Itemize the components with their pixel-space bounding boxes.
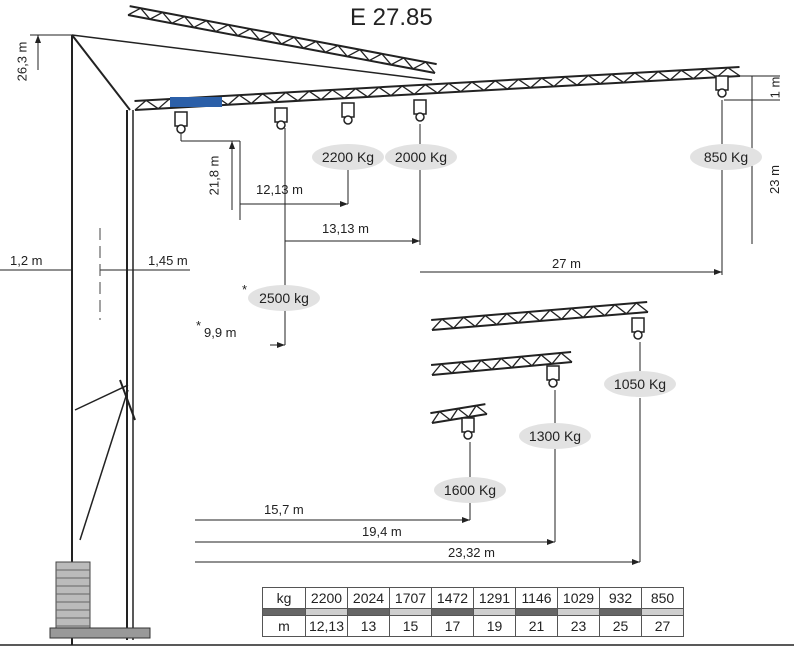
kg-cell: 1472 [431, 587, 474, 609]
load-chart-table: kg 2200 2024 1707 1472 1291 1146 1029 93… [262, 587, 684, 637]
mast-head-brace [71, 34, 131, 111]
m-row: m 12,13 13 15 17 19 21 23 25 27 [262, 615, 684, 637]
folded-jib-section [127, 5, 437, 74]
chassis-brace [74, 384, 129, 411]
dim-reach-b: 19,4 m [362, 524, 402, 539]
dim-tip-height: 1 m [767, 76, 783, 99]
dim-reach-a: 15,7 m [264, 502, 304, 517]
trolley-23-32 [631, 317, 645, 333]
trolley-inner [174, 111, 188, 127]
m-cell: 19 [473, 615, 516, 637]
dim-height-hook: 21,8 m [206, 155, 222, 196]
kg-header: kg [262, 587, 306, 609]
trolley-2000 [413, 99, 427, 115]
trolley-23-32-hook [633, 330, 643, 340]
dim-arrow-23-32-arrowhead [632, 559, 640, 565]
load-label-2500: 2500 kg [248, 285, 320, 311]
jib-config-23-32 [431, 301, 649, 331]
kg-cell: 932 [599, 587, 642, 609]
load-label-1050: 1050 Kg [604, 371, 676, 397]
load-label-1600: 1600 Kg [434, 477, 506, 503]
dim-arrow-9-9-arrowhead [277, 342, 285, 348]
kg-cell: 850 [641, 587, 684, 609]
kg-cell: 1146 [515, 587, 558, 609]
m-cell: 23 [557, 615, 600, 637]
dim-dist-1: 12,13 m [256, 182, 303, 197]
kg-cell: 2024 [347, 587, 390, 609]
dim-dist-max: 27 m [552, 256, 581, 271]
dim-arrow-15-7-arrowhead [462, 517, 470, 523]
load-label-2000: 2000 Kg [385, 144, 457, 170]
dim-reach-c: 23,32 m [448, 545, 495, 560]
load-label-2200: 2200 Kg [312, 144, 384, 170]
chassis-brace [79, 389, 129, 541]
m-header: m [262, 615, 306, 637]
kg-cell: 1029 [557, 587, 600, 609]
counterweight-ballast [55, 561, 91, 633]
kg-cell: 2200 [305, 587, 348, 609]
trolley-15-7-hook [463, 430, 473, 440]
main-jib [134, 66, 741, 111]
dim-height-total: 26,3 m [14, 41, 30, 82]
m-cell: 21 [515, 615, 558, 637]
dim-short-reach: 9,9 m [204, 325, 237, 340]
trolley-2200-hook [343, 115, 353, 125]
dim-arrow-26-3-arrowhead [35, 35, 41, 43]
dim-arrow-19-4-arrowhead [547, 539, 555, 545]
m-cell: 17 [431, 615, 474, 637]
dim-arrow-13-13-arrowhead [412, 238, 420, 244]
dim-left-offset: 1,2 m [10, 253, 43, 268]
trolley-2200 [341, 102, 355, 118]
hook-2500-hook [276, 120, 286, 130]
trolley-2000-hook [415, 112, 425, 122]
load-label-1300: 1300 Kg [519, 423, 591, 449]
trolley-15-7 [461, 417, 475, 433]
m-cell: 25 [599, 615, 642, 637]
eurogru-logo [170, 97, 222, 107]
dim-arrow-27-arrowhead [714, 269, 722, 275]
dim-arrow-12-13-arrowhead [340, 201, 348, 207]
asterisk-mark: * [242, 282, 248, 297]
crane-base [49, 627, 151, 639]
stripe-row [262, 608, 684, 616]
kg-cell: 1291 [473, 587, 516, 609]
asterisk-mark: * [196, 318, 202, 333]
m-cell: 12,13 [305, 615, 348, 637]
jib-config-15-7 [430, 403, 488, 424]
trolley-19-4 [546, 365, 560, 381]
crane-model-title: E 27.85 [350, 4, 433, 31]
kg-cell: 1707 [389, 587, 432, 609]
trolley-tip [715, 75, 729, 91]
dim-dist-2: 13,13 m [322, 221, 369, 236]
trolley-tip-hook [717, 88, 727, 98]
m-cell: 27 [641, 615, 684, 637]
jib-tie [71, 34, 433, 81]
chassis-brace [119, 379, 136, 421]
m-cell: 15 [389, 615, 432, 637]
dim-right-offset: 1,45 m [148, 253, 188, 268]
dim-tip-hook-height: 23 m [766, 165, 782, 194]
hook-2500 [274, 107, 288, 123]
jib-config-19-4 [430, 351, 573, 376]
kg-row: kg 2200 2024 1707 1472 1291 1146 1029 93… [262, 587, 684, 609]
dim-arrow-21-8-arrowhead [229, 141, 235, 149]
trolley-19-4-hook [548, 378, 558, 388]
load-label-850: 850 Kg [690, 144, 762, 170]
trolley-inner-hook [176, 124, 186, 134]
m-cell: 13 [347, 615, 390, 637]
